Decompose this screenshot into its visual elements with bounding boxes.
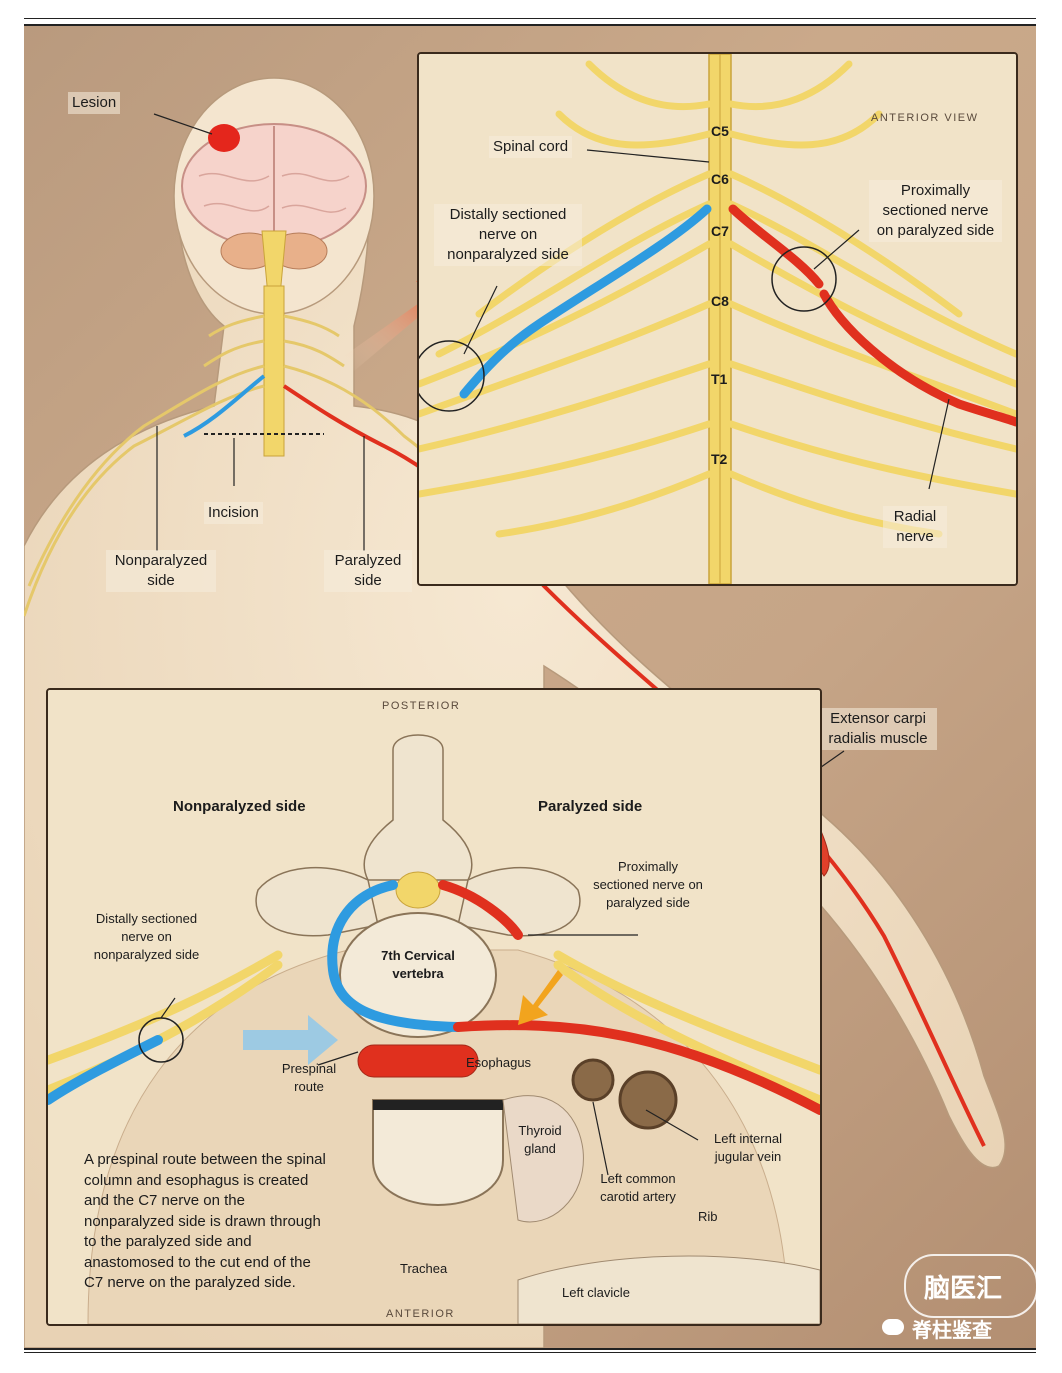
level-label: T1 <box>711 371 728 387</box>
cross-section-inset: POSTERIOR ANTERIOR Nonparalyzed side Par… <box>46 688 822 1326</box>
wechat-icon <box>882 1319 904 1335</box>
anterior-header: ANTERIOR <box>386 1308 455 1320</box>
nonparalyzed-side-label: Nonparalyzed side <box>106 550 216 592</box>
clavicle-label: Left clavicle <box>562 1285 630 1300</box>
watermark-logo-ring <box>904 1254 1036 1318</box>
vertebra-label: 7th Cervical vertebra <box>381 948 455 981</box>
anterior-view-inset: C5 C6 C7 C8 T1 T2 ANTERIOR VIEW Spinal c… <box>417 52 1018 586</box>
carotid-label: Left common carotid artery <box>600 1171 676 1204</box>
distal-nerve-label: Distally sectioned nerve on nonparalyzed… <box>93 911 200 962</box>
lesion-label: Lesion <box>68 92 121 114</box>
trachea-label: Trachea <box>400 1261 448 1276</box>
radial-nerve-label: Radial nerve <box>883 506 947 548</box>
cross-section-drawing <box>48 690 820 1324</box>
level-label: C5 <box>711 123 729 139</box>
posterior-header: POSTERIOR <box>382 700 461 712</box>
watermark-logo: 脑医汇 <box>924 1273 1003 1303</box>
incision-label: Incision <box>204 502 263 524</box>
distal-nerve-label: Distally sectioned nerve on nonparalyzed… <box>434 204 582 266</box>
level-label: C6 <box>711 171 729 187</box>
lesion-marker <box>208 124 240 152</box>
esophagus-label: Esophagus <box>466 1055 532 1070</box>
nonparalyzed-side-heading: Nonparalyzed side <box>173 798 306 815</box>
jugular-label: Left internal jugular vein <box>714 1131 782 1164</box>
level-label: C7 <box>711 223 729 239</box>
anterior-view-drawing: C5 C6 C7 C8 T1 T2 <box>419 54 1016 584</box>
prespinal-route-label: Prespinal route <box>281 1061 337 1094</box>
proximal-nerve-label: Proximally sectioned nerve on paralyzed … <box>869 180 1002 242</box>
level-label: C8 <box>711 293 729 309</box>
watermark-channel: 脊柱鉴查 <box>912 1320 992 1342</box>
paralyzed-side-heading: Paralyzed side <box>538 798 643 815</box>
anterior-view-header: ANTERIOR VIEW <box>871 112 979 124</box>
rib-label: Rib <box>698 1209 718 1224</box>
procedure-description: A prespinal route between the spinal col… <box>84 1151 326 1291</box>
spinal-cord-label: Spinal cord <box>489 136 573 158</box>
extensor-label: Extensor carpi radialis muscle <box>819 708 937 750</box>
proximal-nerve-label: Proximally sectioned nerve on paralyzed … <box>593 859 703 910</box>
paralyzed-side-label: Paralyzed side <box>324 550 412 592</box>
thyroid-label: Thyroid gland <box>518 1123 562 1156</box>
illustration-frame: C5 C6 C7 C8 T1 T2 ANTERIOR VIEW Spinal c… <box>24 24 1036 1350</box>
level-label: T2 <box>711 451 728 467</box>
